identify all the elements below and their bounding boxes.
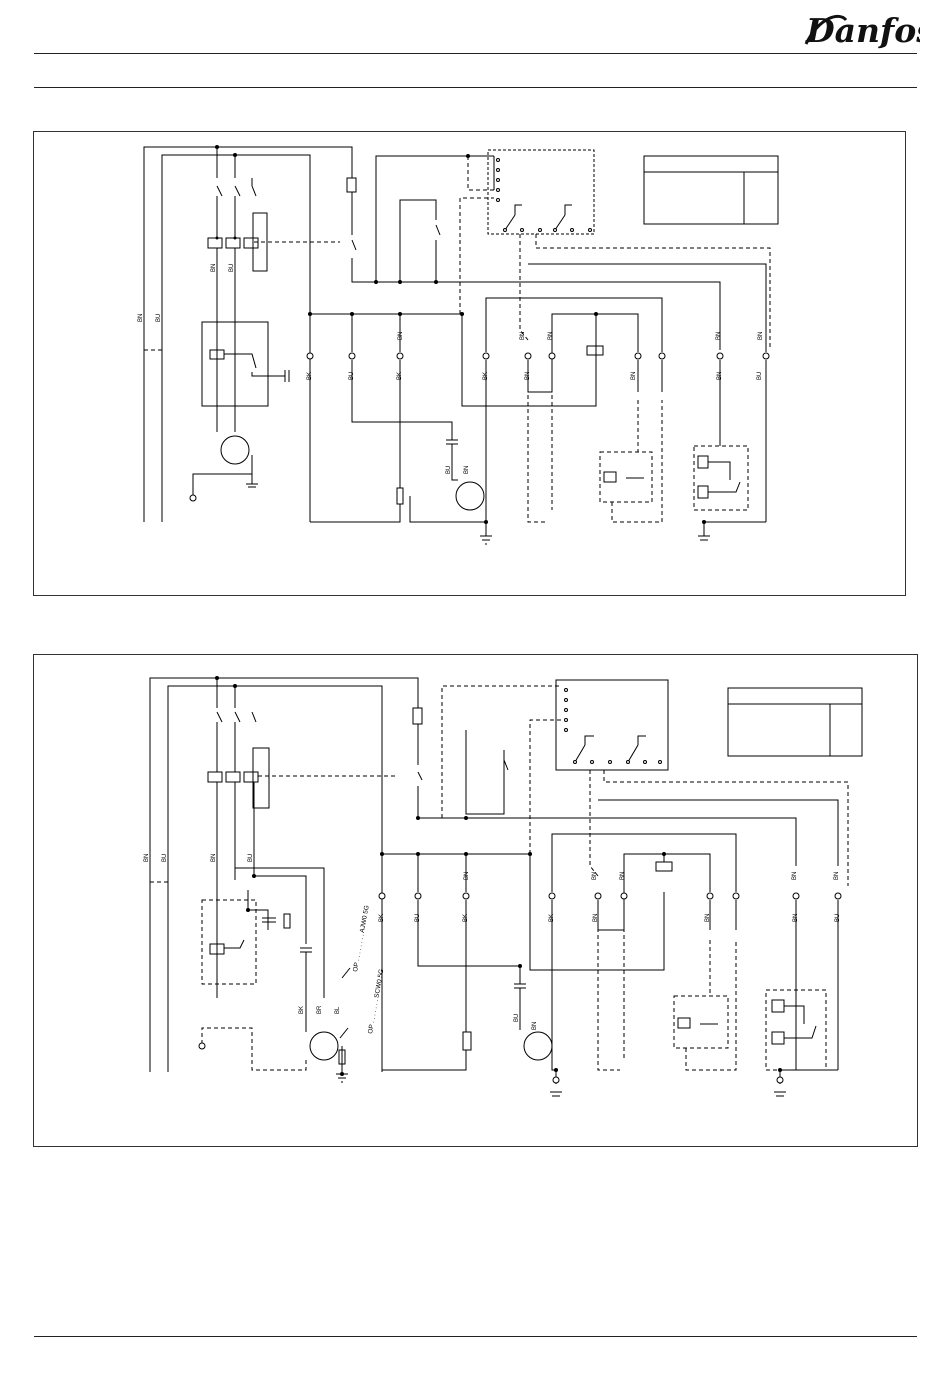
wire-label: BU [446,466,452,474]
wire-label: BN [593,914,599,922]
wire-label: BN [138,314,144,322]
wire-label: BN [793,914,799,922]
wire-label: BK [549,914,555,922]
wire-label: BU [349,372,355,380]
wiring-diagram-2: BN BU BN BU BK BR BL BK BU BN BK BN BK B… [0,600,950,1160]
wire-label: BN [834,872,840,880]
wire-label: BU [835,914,841,922]
wire-label: BN [398,332,404,340]
wire-label: BN [548,332,554,340]
wire-label: BN [464,466,470,474]
wire-label: BN [464,872,470,880]
wire-label: BN [758,332,764,340]
wire-label: BN [525,372,531,380]
wire-label: BK [299,1006,305,1014]
wire-label: BU [229,264,235,272]
wire-label: BK [397,372,403,380]
wire-label: BN [211,264,217,272]
wire-label: BN [716,332,722,340]
footer-rule [34,1336,917,1337]
note-ajw: OP . . . . . . . . AJW0 5G [352,905,371,973]
diagram-1-wire-labels: BN BU BN BU BN BK BU BK BN BK BN BN BN B… [138,264,764,474]
wire-label: BK [379,914,385,922]
wire-label: BK [483,372,489,380]
wire-label: BN [631,372,637,380]
wire-label: BN [592,872,598,880]
wire-label: BN [705,914,711,922]
wire-label: BL [335,1006,341,1014]
wire-label: BU [162,854,168,862]
wire-label: BU [156,314,162,322]
wire-label: BN [144,854,150,862]
wire-label: BR [317,1005,323,1014]
wire-label: BN [620,872,626,880]
wire-label: BN [520,332,526,340]
wire-label: BK [463,914,469,922]
wire-label: BK [307,372,313,380]
wire-label: BN [532,1022,538,1030]
wire-label: BU [514,1014,520,1022]
wire-label: BN [211,854,217,862]
wire-label: BU [415,914,421,922]
wire-label: BN [717,372,723,380]
wire-label: BU [757,372,763,380]
wire-label: BU [248,854,254,862]
note-scw: OP . . . . . . . SCW0 5G [367,969,385,1035]
wiring-diagram-1: BN BU BN BU BN BK BU BK BN BK BN BN BN B… [0,0,950,600]
wire-label: BN [792,872,798,880]
